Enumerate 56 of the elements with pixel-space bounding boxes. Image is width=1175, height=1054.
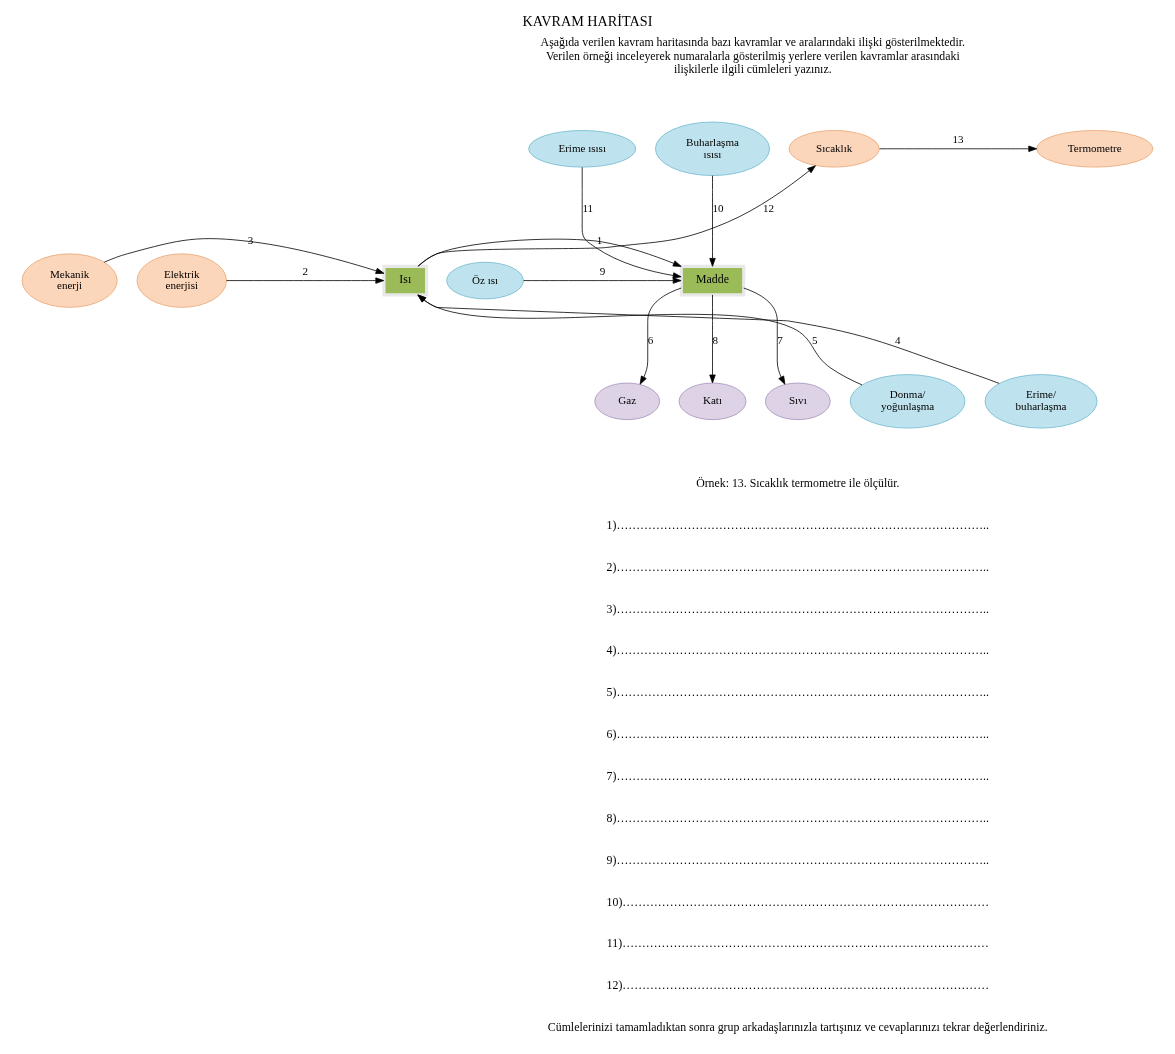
arrow xyxy=(743,287,786,385)
node-ellipse: Sıcaklık xyxy=(788,130,880,168)
arrow xyxy=(523,277,682,284)
arrow xyxy=(103,238,385,274)
edge-label: 10 xyxy=(712,202,724,215)
arrow xyxy=(639,287,682,385)
edge-label: 4 xyxy=(894,333,901,346)
arrow xyxy=(879,145,1038,152)
label: 3)………………………………………………………………………………….. xyxy=(606,601,990,616)
edge-label: 13 xyxy=(952,133,964,146)
node-ellipse: Sıvı xyxy=(765,382,831,421)
node-ellipse: Erime ısısı xyxy=(528,130,637,168)
label: Örnek: 13. Sıcaklık termometre ile ölçülür. xyxy=(696,475,900,490)
label: 7)………………………………………………………………………………….. xyxy=(606,768,990,783)
node-ellipse: Elektrik enerjisi xyxy=(136,253,227,308)
arrow xyxy=(709,294,716,384)
label: 8)………………………………………………………………………………….. xyxy=(606,810,990,825)
node-ellipse: Termometre xyxy=(1036,130,1154,168)
label: 10)………………………………………………………………………………… xyxy=(606,894,990,909)
label: 4)………………………………………………………………………………….. xyxy=(606,643,990,658)
edge-label: 1 xyxy=(596,234,603,247)
diagram-title: KAVRAM HARİTASI xyxy=(522,12,653,29)
label: 6)………………………………………………………………………………….. xyxy=(606,727,990,742)
node-ellipse: Erime/ buharlaşma xyxy=(984,374,1098,429)
edge-label: 2 xyxy=(302,265,308,278)
edge-label: 11 xyxy=(582,202,594,215)
node-ellipse: Gaz xyxy=(594,382,660,421)
label: 5)………………………………………………………………………………….. xyxy=(606,685,990,700)
label: 12)………………………………………………………………………………… xyxy=(606,978,990,993)
node-ellipse: Katı xyxy=(678,382,747,421)
arrow xyxy=(417,165,816,267)
label: Aşağıda verilen kavram haritasında bazı kavramlar ve aralarındaki ilişki gösterilmektedir. Verilen örneği inceleyerek numaralarla gösterilmiş yerlere verilen kavramlar arasındaki ilişkilerle ilgili cümleleri yazınız. xyxy=(540,35,965,77)
edge-label: 9 xyxy=(599,265,606,278)
arrow xyxy=(581,166,682,279)
edge-label: 6 xyxy=(647,333,654,346)
arrow xyxy=(226,277,385,284)
node-ellipse: Donma/ yoğunlaşma xyxy=(849,374,966,429)
node-ellipse: Buharlaşma ısısı xyxy=(655,121,770,176)
node-box: Isı xyxy=(382,264,429,297)
edge-label: 8 xyxy=(712,333,719,346)
node-ellipse: Öz ısı xyxy=(446,261,524,300)
node-box: Madde xyxy=(679,264,746,297)
edge-label: 7 xyxy=(777,333,783,346)
label: 11)………………………………………………………………………………… xyxy=(606,936,989,951)
node-ellipse: Mekanik enerji xyxy=(21,253,118,308)
edge-label: 12 xyxy=(763,202,775,215)
label: 1)………………………………………………………………………………….. xyxy=(606,517,990,532)
arrow xyxy=(709,175,716,267)
label: 9)………………………………………………………………………………….. xyxy=(606,852,990,867)
label: 2)………………………………………………………………………………….. xyxy=(606,559,990,574)
label: Cümlelerinizi tamamladıktan sonra grup arkadaşlarınızla tartışınız ve cevaplarınızı tekrar değerlendiriniz. xyxy=(547,1020,1048,1035)
arrow xyxy=(417,294,863,386)
edge-label: 3 xyxy=(247,234,254,247)
edge-label: 5 xyxy=(812,333,818,346)
arrow xyxy=(418,238,682,267)
arrow xyxy=(417,294,1000,384)
